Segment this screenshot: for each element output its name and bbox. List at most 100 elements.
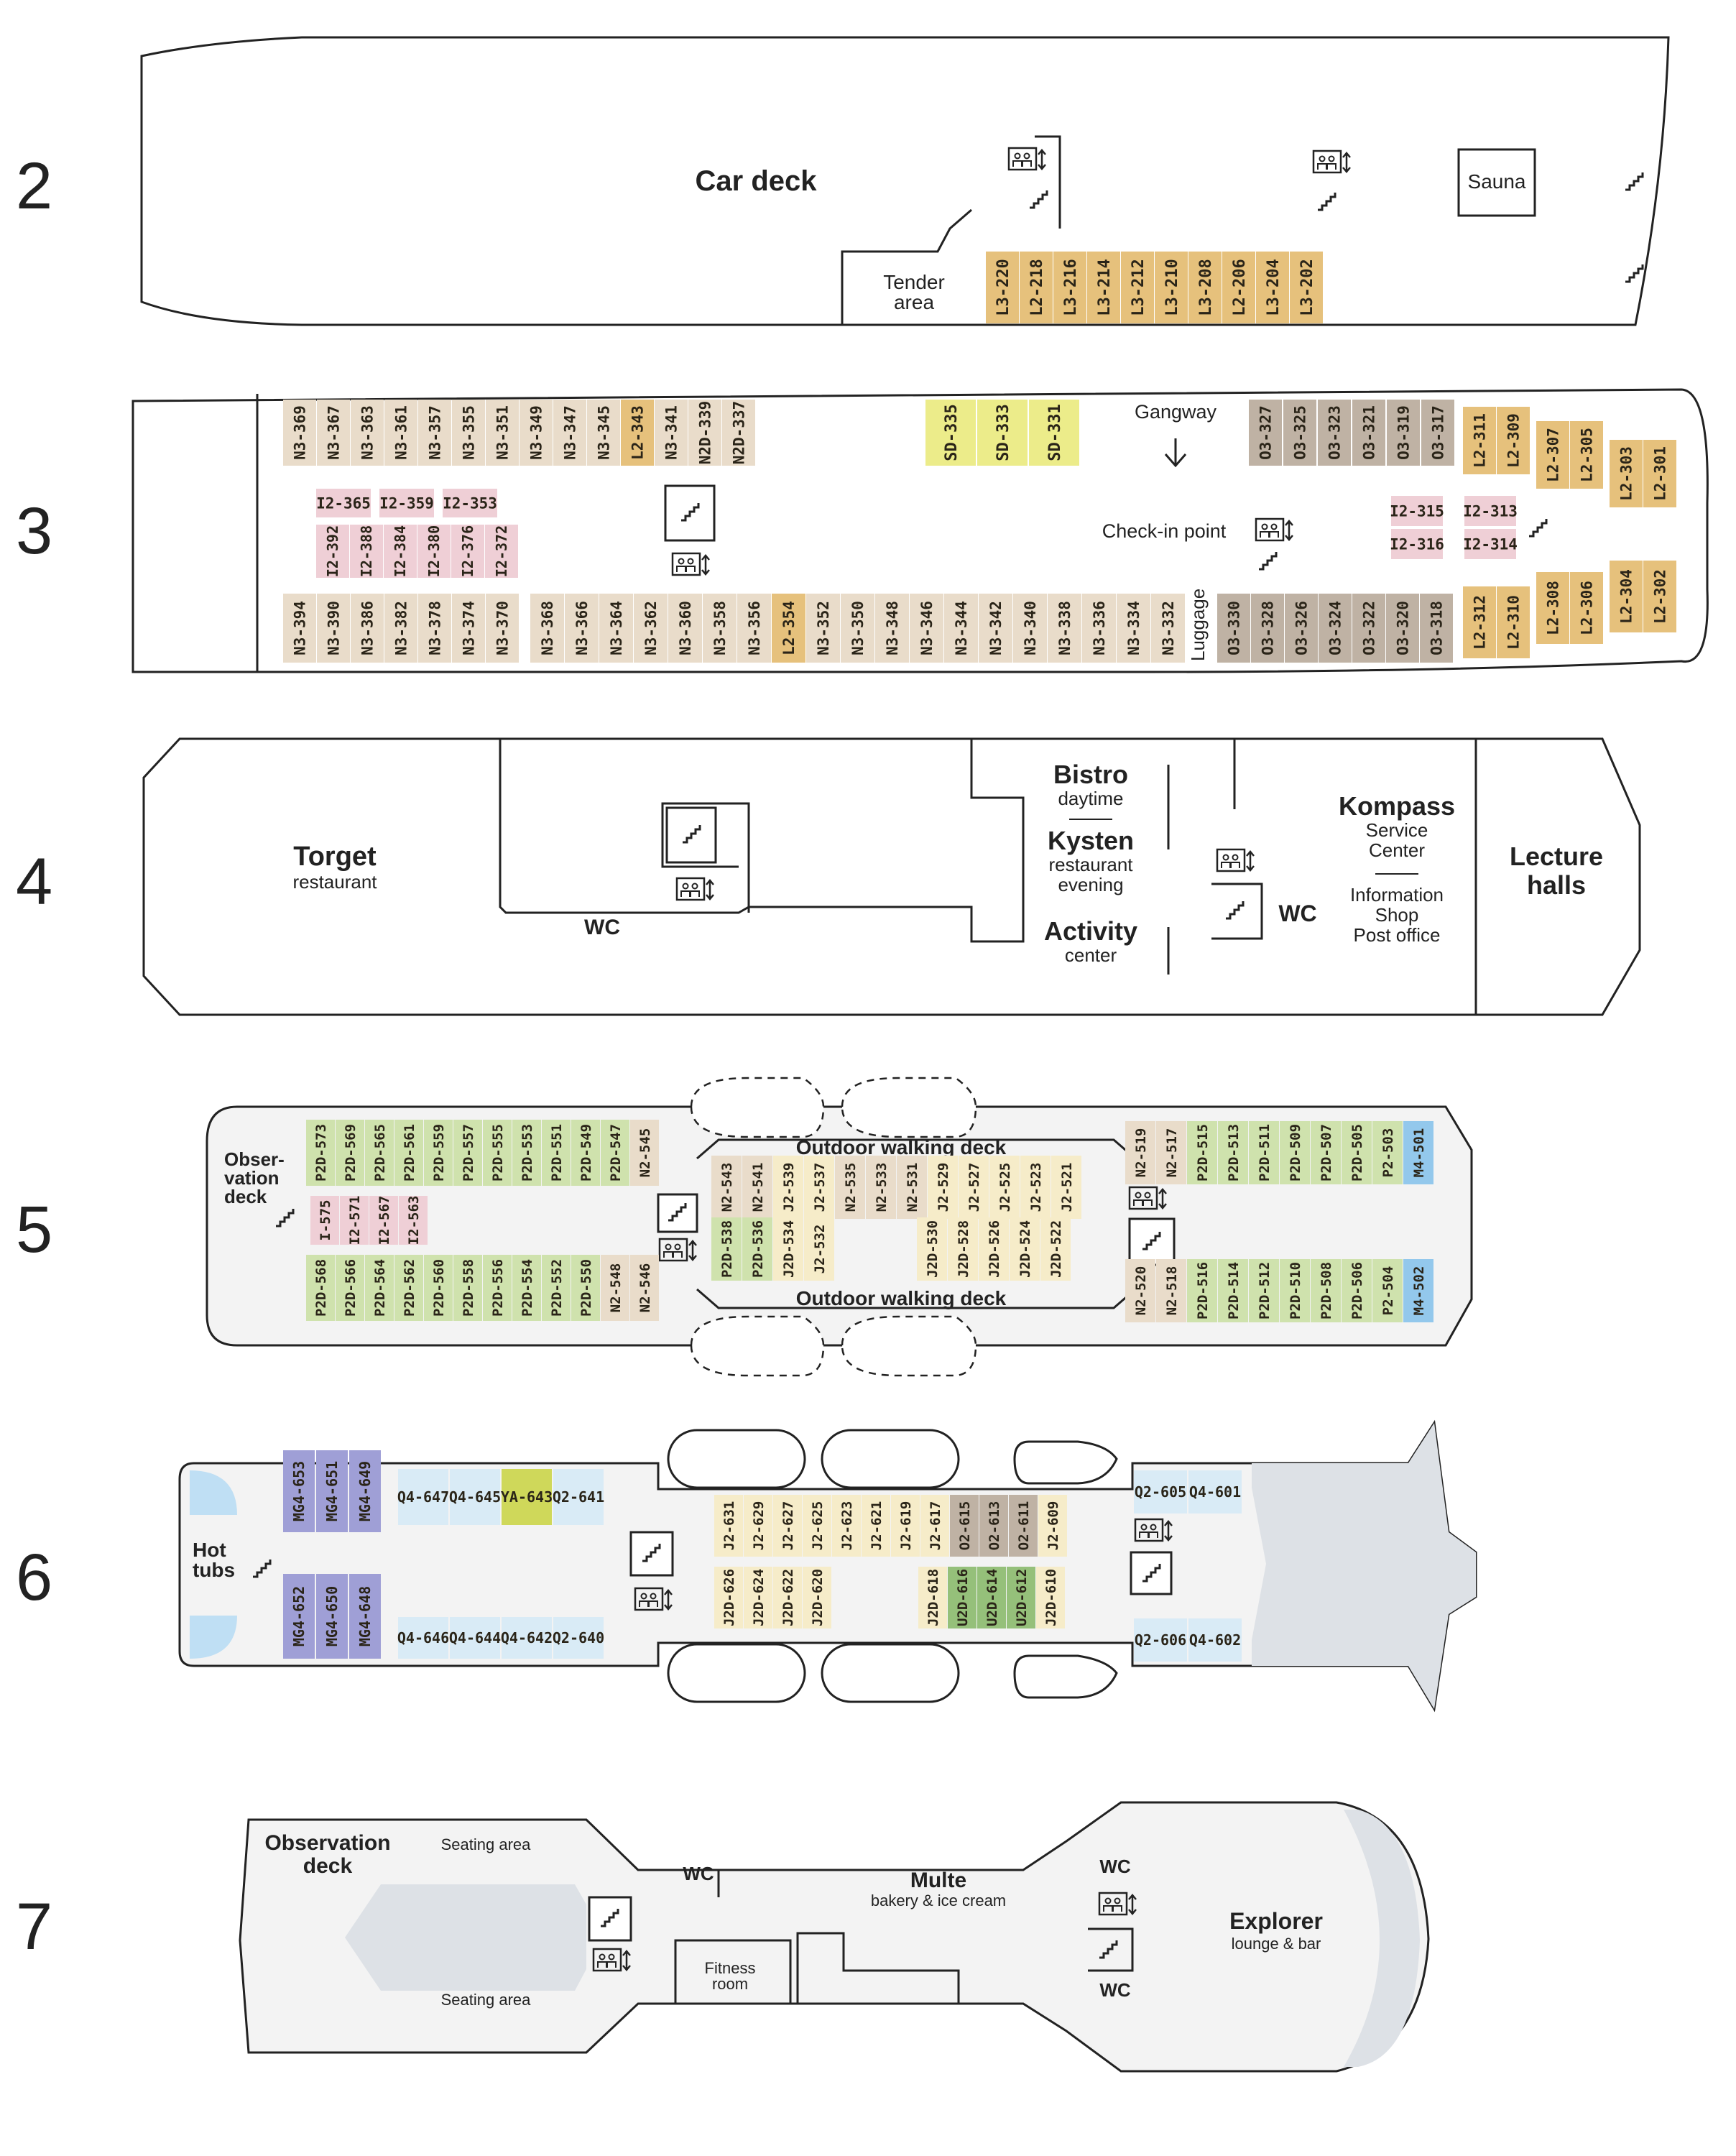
cabin-j2d-610[interactable]: J2D-610: [1036, 1567, 1065, 1628]
cabin-n3-378[interactable]: N3-378: [418, 594, 451, 663]
cabin-l2-308[interactable]: L2-308: [1536, 572, 1569, 644]
cabin-p2-503[interactable]: P2-503: [1372, 1121, 1403, 1184]
cabin-i-575[interactable]: I-575: [310, 1196, 339, 1245]
cabin-n2-520[interactable]: N2-520: [1125, 1259, 1155, 1322]
cabin-m4-502[interactable]: M4-502: [1403, 1259, 1433, 1322]
cabin-j2d-534[interactable]: J2D-534: [773, 1217, 803, 1281]
cabin-i2-384[interactable]: I2-384: [384, 525, 417, 578]
cabin-l3-204[interactable]: L3-204: [1256, 252, 1289, 323]
cabin-i2-380[interactable]: I2-380: [417, 525, 451, 578]
cabin-p2d-510[interactable]: P2D-510: [1280, 1259, 1310, 1322]
cabin-n3-357[interactable]: N3-357: [418, 400, 451, 466]
cabin-j2-529[interactable]: J2-529: [928, 1156, 958, 1219]
cabin-j2-523[interactable]: J2-523: [1020, 1156, 1051, 1219]
cabin-q4-646[interactable]: Q4-646: [397, 1617, 449, 1659]
cabin-n3-332[interactable]: N3-332: [1151, 594, 1185, 663]
cabin-n3-350[interactable]: N3-350: [841, 594, 874, 663]
cabin-o3-328[interactable]: O3-328: [1251, 594, 1284, 663]
cabin-q4-645[interactable]: Q4-645: [449, 1469, 501, 1525]
cabin-o2-611[interactable]: O2-611: [1009, 1495, 1038, 1557]
cabin-p2d-550[interactable]: P2D-550: [571, 1255, 600, 1321]
cabin-p2d-564[interactable]: P2D-564: [365, 1255, 394, 1321]
cabin-p2d-549[interactable]: P2D-549: [571, 1120, 600, 1186]
cabin-m4-501[interactable]: M4-501: [1403, 1121, 1433, 1184]
cabin-n3-351[interactable]: N3-351: [486, 400, 519, 466]
cabin-l3-220[interactable]: L3-220: [986, 252, 1019, 323]
cabin-j2-532[interactable]: J2-532: [804, 1217, 834, 1281]
cabin-l2-354[interactable]: L2-354: [772, 594, 805, 663]
cabin-n2d-337[interactable]: N2D-337: [722, 400, 755, 466]
cabin-p2d-556[interactable]: P2D-556: [483, 1255, 512, 1321]
cabin-o3-320[interactable]: O3-320: [1386, 594, 1419, 663]
cabin-o2-613[interactable]: O2-613: [979, 1495, 1008, 1557]
cabin-n3-364[interactable]: N3-364: [599, 594, 633, 663]
cabin-q2-605[interactable]: Q2-605: [1134, 1470, 1187, 1514]
cabin-p2d-553[interactable]: P2D-553: [512, 1120, 541, 1186]
cabin-l2-310[interactable]: L2-310: [1497, 586, 1530, 658]
cabin-n3-334[interactable]: N3-334: [1117, 594, 1150, 663]
cabin-n3-340[interactable]: N3-340: [1013, 594, 1047, 663]
cabin-l2-304[interactable]: L2-304: [1610, 561, 1643, 632]
cabin-mg4-649[interactable]: MG4-649: [349, 1450, 381, 1532]
cabin-n2-518[interactable]: N2-518: [1156, 1259, 1186, 1322]
cabin-l3-212[interactable]: L3-212: [1121, 252, 1154, 323]
cabin-n3-374[interactable]: N3-374: [452, 594, 485, 663]
cabin-n3-347[interactable]: N3-347: [553, 400, 586, 466]
cabin-n2-548[interactable]: N2-548: [601, 1255, 629, 1321]
cabin-q4-642[interactable]: Q4-642: [501, 1617, 553, 1659]
cabin-i2-392[interactable]: I2-392: [316, 525, 349, 578]
cabin-i2-314[interactable]: I2-314: [1463, 529, 1518, 559]
cabin-p2d-516[interactable]: P2D-516: [1187, 1259, 1217, 1322]
cabin-p2d-551[interactable]: P2D-551: [542, 1120, 571, 1186]
cabin-p2d-561[interactable]: P2D-561: [394, 1120, 423, 1186]
cabin-mg4-648[interactable]: MG4-648: [349, 1574, 381, 1659]
cabin-n3-358[interactable]: N3-358: [703, 594, 737, 663]
cabin-j2d-620[interactable]: J2D-620: [803, 1567, 831, 1628]
cabin-n3-360[interactable]: N3-360: [668, 594, 702, 663]
cabin-o3-324[interactable]: O3-324: [1319, 594, 1352, 663]
cabin-p2d-555[interactable]: P2D-555: [483, 1120, 512, 1186]
cabin-n3-367[interactable]: N3-367: [317, 400, 350, 466]
cabin-i2-315[interactable]: I2-315: [1390, 496, 1444, 526]
cabin-n3-394[interactable]: N3-394: [283, 594, 316, 663]
cabin-j2-631[interactable]: J2-631: [714, 1495, 743, 1557]
cabin-q4-647[interactable]: Q4-647: [397, 1469, 449, 1525]
cabin-mg4-650[interactable]: MG4-650: [316, 1574, 348, 1659]
cabin-q2-606[interactable]: Q2-606: [1134, 1618, 1187, 1662]
cabin-p2d-506[interactable]: P2D-506: [1342, 1259, 1372, 1322]
cabin-n2-519[interactable]: N2-519: [1125, 1121, 1155, 1184]
cabin-n3-345[interactable]: N3-345: [587, 400, 620, 466]
cabin-p2d-511[interactable]: P2D-511: [1249, 1121, 1279, 1184]
cabin-n2-517[interactable]: N2-517: [1156, 1121, 1186, 1184]
cabin-o3-318[interactable]: O3-318: [1420, 594, 1453, 663]
cabin-i2-316[interactable]: I2-316: [1390, 529, 1444, 559]
cabin-n3-362[interactable]: N3-362: [634, 594, 668, 663]
cabin-j2-527[interactable]: J2-527: [959, 1156, 989, 1219]
cabin-n3-344[interactable]: N3-344: [944, 594, 978, 663]
cabin-i2-567[interactable]: I2-567: [369, 1196, 398, 1245]
cabin-n3-355[interactable]: N3-355: [452, 400, 485, 466]
cabin-n3-341[interactable]: N3-341: [655, 400, 688, 466]
cabin-p2d-558[interactable]: P2D-558: [453, 1255, 482, 1321]
cabin-u2d-612[interactable]: U2D-612: [1007, 1567, 1035, 1628]
cabin-o3-321[interactable]: O3-321: [1352, 400, 1385, 466]
cabin-i2-372[interactable]: I2-372: [485, 525, 518, 578]
cabin-j2d-624[interactable]: J2D-624: [744, 1567, 772, 1628]
cabin-j2-617[interactable]: J2-617: [920, 1495, 949, 1557]
cabin-l3-216[interactable]: L3-216: [1053, 252, 1086, 323]
cabin-i2-563[interactable]: I2-563: [399, 1196, 428, 1245]
cabin-n3-382[interactable]: N3-382: [384, 594, 417, 663]
cabin-n2-545[interactable]: N2-545: [630, 1120, 659, 1186]
cabin-q2-640[interactable]: Q2-640: [553, 1617, 604, 1659]
cabin-i2-365[interactable]: I2-365: [316, 489, 371, 517]
cabin-n3-356[interactable]: N3-356: [737, 594, 771, 663]
cabin-l2-312[interactable]: L2-312: [1463, 586, 1496, 658]
cabin-p2d-505[interactable]: P2D-505: [1342, 1121, 1372, 1184]
cabin-n3-336[interactable]: N3-336: [1082, 594, 1116, 663]
cabin-mg4-653[interactable]: MG4-653: [283, 1450, 315, 1532]
cabin-p2d-514[interactable]: P2D-514: [1218, 1259, 1248, 1322]
cabin-n2-531[interactable]: N2-531: [897, 1156, 927, 1219]
cabin-mg4-651[interactable]: MG4-651: [316, 1450, 348, 1532]
cabin-p2d-566[interactable]: P2D-566: [336, 1255, 364, 1321]
cabin-n3-352[interactable]: N3-352: [806, 594, 840, 663]
